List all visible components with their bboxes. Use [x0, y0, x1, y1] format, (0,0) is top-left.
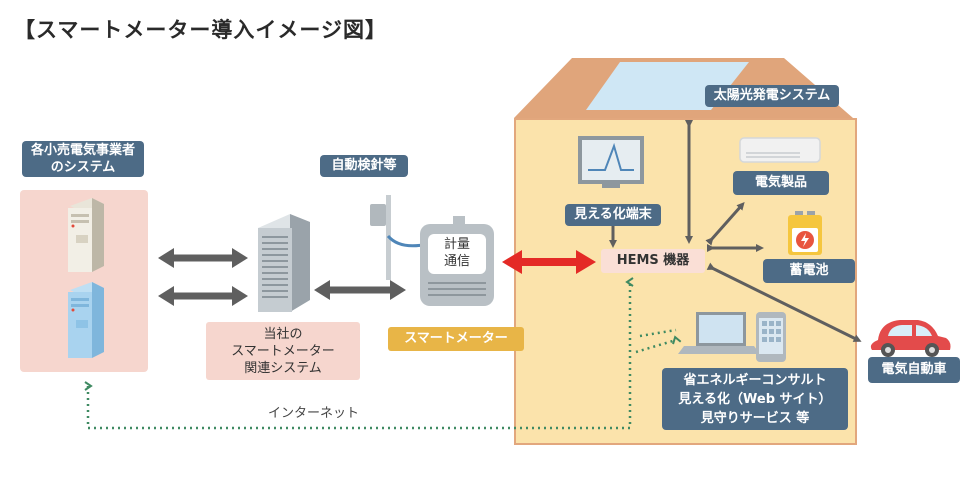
company-system-line1: 当社の [263, 326, 303, 342]
smart-meter-tag: スマートメーター [388, 327, 524, 351]
hems-device: HEMS 機器 [601, 249, 705, 273]
company-system-line2: スマートメーター [231, 343, 335, 359]
ev-car-icon [870, 320, 951, 357]
services-tag: 省エネルギーコンサルト 見える化（Web サイト） 見守りサービス 等 [662, 368, 848, 430]
arrow-retailer-company [158, 248, 248, 306]
arrow-hems-appliances [705, 202, 745, 246]
solar-system-tag: 太陽光発電システム [705, 85, 839, 107]
battery-icon [788, 211, 822, 255]
services-line3: 見守りサービス 等 [700, 410, 810, 426]
services-line2: 見える化（Web サイト） [678, 391, 832, 407]
monitor-icon [578, 136, 644, 188]
meter-line1: 計量 [443, 237, 470, 252]
ev-tag: 電気自動車 [868, 357, 960, 383]
retailer-label-line1: 各小売電気事業者 [30, 143, 135, 158]
server-beige-icon [68, 198, 104, 272]
air-conditioner-icon [739, 137, 821, 163]
visualization-terminal-tag: 見える化端末 [565, 204, 661, 226]
auto-meter-reading-tag: 自動検針等 [320, 155, 408, 177]
arrow-meter-hems [502, 250, 596, 274]
meter-line2: 通信 [443, 254, 470, 269]
services-line1: 省エネルギーコンサルト [683, 372, 827, 388]
server-blue-icon [68, 282, 104, 358]
page-title: 【スマートメーター導入イメージ図】 [14, 18, 387, 42]
company-system-line3: 関連システム [244, 360, 322, 376]
antenna-icon [370, 195, 429, 280]
appliances-tag: 電気製品 [733, 171, 829, 195]
internet-label: インターネット [268, 406, 360, 421]
server-rack-icon [258, 214, 310, 312]
company-system-label: 当社の スマートメーター 関連システム [206, 322, 360, 380]
internet-connection [84, 277, 682, 430]
smartphone-icon [756, 312, 786, 362]
retailer-label-line2: のシステム [50, 160, 116, 175]
arrow-hems-ev [706, 262, 862, 342]
battery-tag: 蓄電池 [763, 259, 855, 283]
retailer-system-tag: 各小売電気事業者 のシステム [22, 141, 144, 177]
laptop-icon [678, 312, 760, 354]
meter-display-text: 計量 通信 [428, 236, 486, 270]
arrow-company-meter [314, 280, 406, 300]
